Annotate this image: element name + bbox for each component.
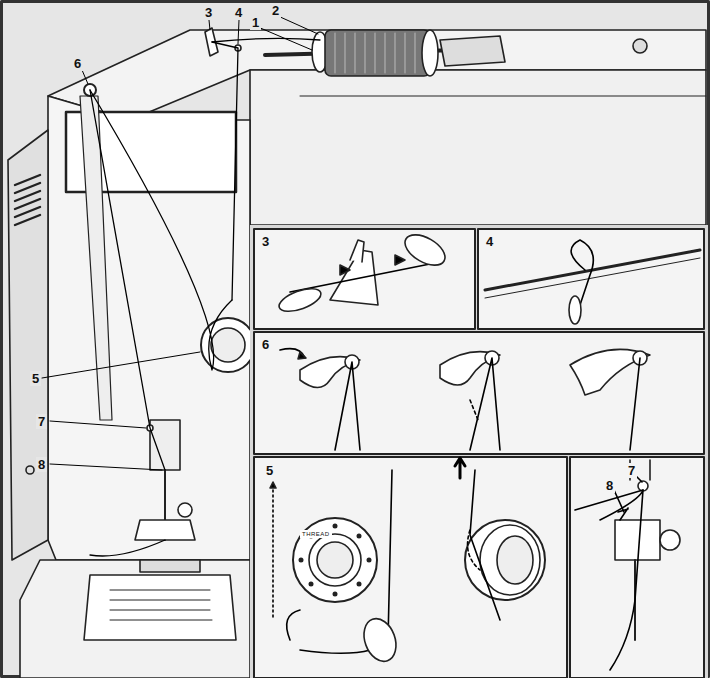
- callout-number: 5: [30, 371, 41, 386]
- dial-label: THREAD: [300, 530, 332, 538]
- callout-number: 7: [626, 463, 637, 478]
- callout-number: 7: [36, 414, 47, 429]
- callout-number: 3: [260, 234, 271, 249]
- callout-number: 5: [264, 463, 275, 478]
- callout-number: 3: [203, 5, 214, 20]
- callout-number: 2: [270, 3, 281, 18]
- callout-number: 1: [250, 15, 261, 30]
- callout-number: 6: [260, 337, 271, 352]
- callout-number: 8: [36, 457, 47, 472]
- callout-number: 6: [72, 56, 83, 71]
- callout-number: 4: [233, 5, 244, 20]
- callout-number: 8: [604, 478, 615, 493]
- callout-number: 4: [484, 234, 495, 249]
